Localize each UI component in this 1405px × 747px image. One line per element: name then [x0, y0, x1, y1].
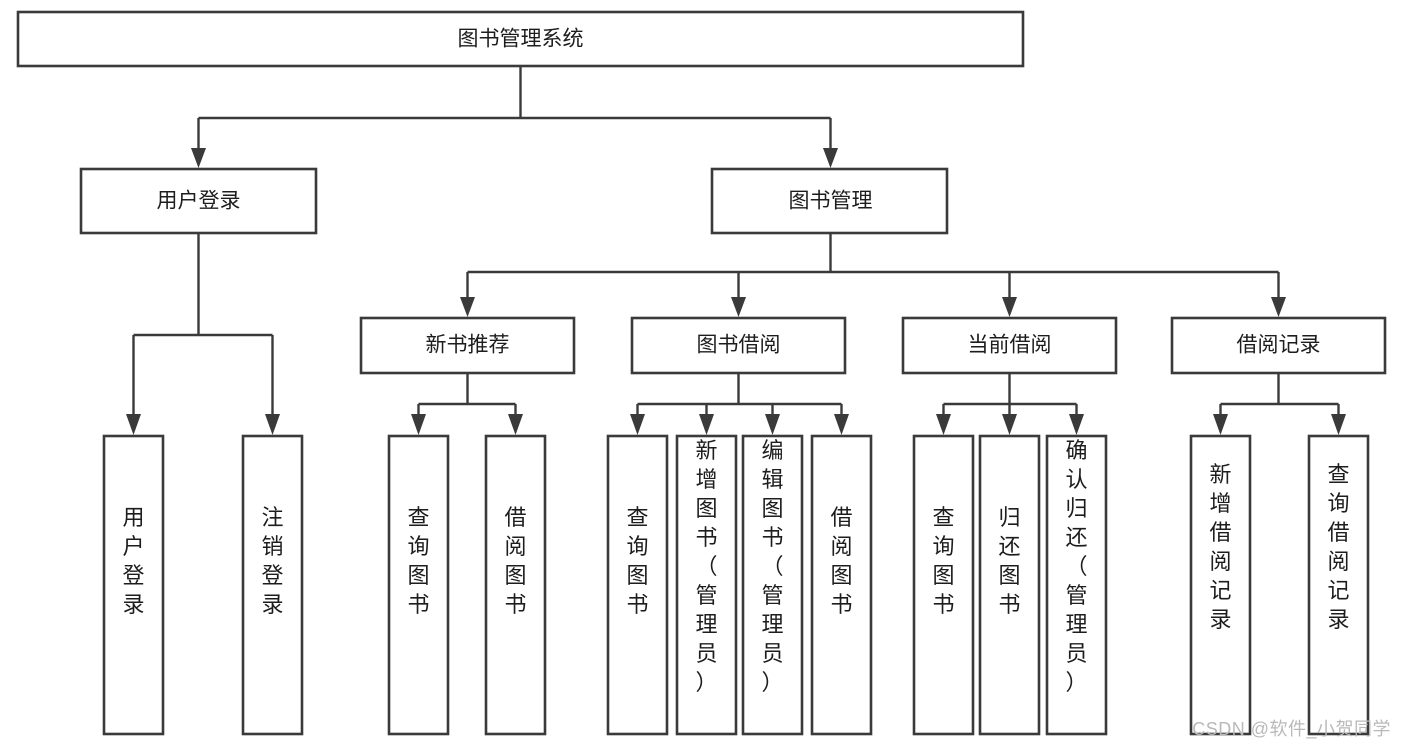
leaf-cb-confirm-return-box[interactable] [1045, 434, 1108, 736]
arrowhead-cb-leaf2 [1002, 414, 1017, 435]
leaf-cb-query-book-label: 查询图书 [932, 505, 954, 617]
node-book-management-label: 图书管理 [789, 190, 873, 213]
leaf-cb-query-book-box[interactable] [912, 434, 975, 736]
leaf-node-nb-query-book[interactable]: 查询图书 [387, 434, 450, 736]
arrowhead-user-login [191, 148, 206, 168]
leaf-bb-add-book-label: 新增图书（管理员） [695, 438, 717, 695]
arrowhead-cb-leaf1 [936, 414, 951, 435]
node-user-login-box[interactable] [79, 167, 318, 235]
leaf-br-add-record-box[interactable] [1189, 434, 1252, 736]
leaf-node-cb-query-book[interactable]: 查询图书 [912, 434, 975, 736]
arrowhead-nb-leaf1 [411, 414, 426, 435]
leaf-nb-query-book-label: 查询图书 [407, 505, 429, 617]
leaf-bb-add-book-box[interactable] [675, 434, 738, 736]
leaf-br-query-record-box[interactable] [1307, 434, 1370, 736]
node-current-borrow-box[interactable] [901, 316, 1118, 375]
leaf-nb-borrow-book-label: 借阅图书 [504, 505, 526, 617]
arrowhead-bb-leaf4 [834, 414, 849, 435]
leaf-bb-query-book-box[interactable] [606, 434, 669, 736]
leaf-cb-return-book-label: 归还图书 [998, 505, 1020, 617]
node-borrow-record-box[interactable] [1170, 316, 1387, 375]
arrowhead-br-leaf1 [1213, 414, 1228, 435]
node-user-login[interactable]: 用户登录 [79, 167, 318, 235]
leaf-node-bb-query-book[interactable]: 查询图书 [606, 434, 669, 736]
arrowhead-borrow-record [1271, 297, 1286, 317]
leaf-node-cb-return-book[interactable]: 归还图书 [978, 434, 1041, 736]
leaf-logout-label: 注销登录 [261, 505, 283, 617]
leaf-node-logout[interactable]: 注销登录 [241, 434, 304, 736]
arrowhead-bb-leaf1 [630, 414, 645, 435]
arrowhead-bb-leaf3 [765, 414, 780, 435]
arrowhead-br-leaf2 [1331, 414, 1346, 435]
arrowhead-bb-leaf2 [699, 414, 714, 435]
leaf-user-login-label: 用户登录 [122, 505, 144, 617]
leaf-user-login-box[interactable] [102, 434, 165, 736]
node-user-login-label: 用户登录 [157, 190, 241, 213]
arrowhead-current-borrow [1002, 297, 1017, 317]
node-new-book-recommend[interactable]: 新书推荐 [359, 316, 576, 375]
leaf-node-bb-add-book[interactable]: 新增图书（管理员） [675, 434, 738, 736]
leaf-br-add-record-label: 新增借阅记录 [1209, 462, 1231, 632]
leaf-logout-box[interactable] [241, 434, 304, 736]
leaf-node-nb-borrow-book[interactable]: 借阅图书 [484, 434, 547, 736]
node-new-book-recommend-label: 新书推荐 [426, 334, 510, 357]
leaf-cb-return-book-box[interactable] [978, 434, 1041, 736]
arrowhead-new-book [460, 297, 475, 317]
leaf-nb-query-book-box[interactable] [387, 434, 450, 736]
node-book-management-box[interactable] [710, 167, 949, 235]
arrowhead-nb-leaf2 [508, 414, 523, 435]
arrowhead-cb-leaf3 [1069, 414, 1084, 435]
leaf-br-query-record-label: 查询借阅记录 [1327, 462, 1349, 632]
arrowhead-book-mgmt [823, 148, 838, 168]
leaf-cb-confirm-return-label: 确认归还（管理员） [1065, 438, 1087, 695]
leaf-node-bb-edit-book[interactable]: 编辑图书（管理员） [741, 434, 804, 736]
leaf-node-user-login[interactable]: 用户登录 [102, 434, 165, 736]
leaf-nb-borrow-book-box[interactable] [484, 434, 547, 736]
node-root-label: 图书管理系统 [458, 28, 584, 51]
edge-layer [126, 66, 1346, 435]
leaf-bb-borrow-book-label: 借阅图书 [830, 505, 852, 617]
leaf-node-br-add-record[interactable]: 新增借阅记录 [1189, 434, 1252, 736]
arrowhead-book-borrow [731, 297, 746, 317]
leaf-bb-borrow-book-box[interactable] [810, 434, 873, 736]
node-book-borrow-box[interactable] [630, 316, 847, 375]
leaf-bb-query-book-label: 查询图书 [626, 505, 648, 617]
node-borrow-record-label: 借阅记录 [1237, 334, 1321, 357]
node-root-box[interactable] [16, 10, 1025, 68]
node-borrow-record[interactable]: 借阅记录 [1170, 316, 1387, 375]
arrowhead-leaf-user-login [126, 414, 141, 435]
arrowhead-leaf-logout [265, 414, 280, 435]
node-root[interactable]: 图书管理系统 [16, 10, 1025, 68]
leaf-bb-edit-book-box[interactable] [741, 434, 804, 736]
node-current-borrow-label: 当前借阅 [968, 334, 1052, 357]
leaf-node-br-query-record[interactable]: 查询借阅记录 [1307, 434, 1370, 736]
leaf-bb-edit-book-label: 编辑图书（管理员） [761, 438, 783, 695]
node-book-borrow[interactable]: 图书借阅 [630, 316, 847, 375]
node-book-management[interactable]: 图书管理 [710, 167, 949, 235]
node-current-borrow[interactable]: 当前借阅 [901, 316, 1118, 375]
node-new-book-recommend-box[interactable] [359, 316, 576, 375]
node-book-borrow-label: 图书借阅 [697, 334, 781, 357]
leaf-node-cb-confirm-return[interactable]: 确认归还（管理员） [1045, 434, 1108, 736]
leaf-node-bb-borrow-book[interactable]: 借阅图书 [810, 434, 873, 736]
